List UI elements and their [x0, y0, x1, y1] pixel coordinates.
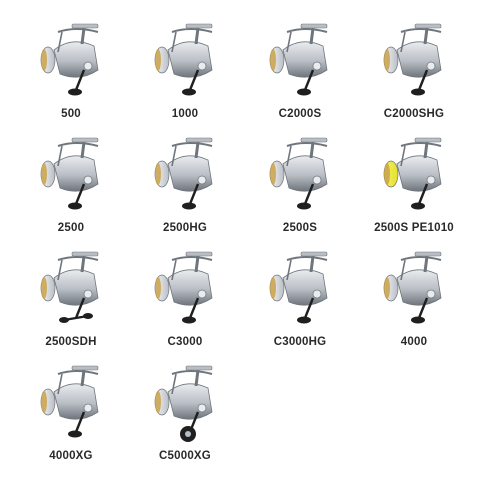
spinning-reel-image: [154, 23, 213, 96]
handle: [180, 411, 200, 442]
handle: [297, 297, 315, 324]
handle: [182, 297, 200, 324]
spinning-reel-image: [40, 137, 99, 210]
reel-item: 2500S PE1010: [357, 126, 471, 240]
reel-model-label: 4000: [400, 336, 428, 348]
reel-item: 4000: [357, 240, 471, 354]
reel-body: [167, 137, 213, 192]
spinning-reel-image: [154, 137, 213, 210]
reel-item: C5000XG: [128, 354, 242, 468]
reel-item: C3000HG: [243, 240, 357, 354]
handle: [411, 297, 429, 324]
reel-model-label: C2000SHG: [383, 108, 445, 120]
reel-item: C3000: [128, 240, 242, 354]
reel-item: C2000SHG: [357, 12, 471, 126]
spool: [269, 46, 285, 74]
spinning-reel-image: [154, 365, 213, 442]
handle: [182, 69, 200, 96]
spool: [40, 274, 56, 302]
reel-item: 2500SDH: [14, 240, 128, 354]
spinning-reel-image: [383, 23, 442, 96]
reel-item: 500: [14, 12, 128, 126]
handle: [411, 69, 429, 96]
spool: [40, 46, 56, 74]
reel-body: [282, 23, 328, 78]
handle: [68, 183, 86, 210]
reel-body: [53, 23, 99, 78]
spinning-reel-image: [40, 23, 99, 96]
reel-model-label: 2500SDH: [45, 336, 97, 348]
reel-body: [53, 251, 99, 306]
spool: [154, 46, 170, 74]
spinning-reel-image: [383, 137, 442, 210]
spinning-reel-image: [269, 23, 328, 96]
reel-item: 2500HG: [128, 126, 242, 240]
reel-model-label: 500: [61, 108, 81, 120]
spinning-reel-image: [269, 251, 328, 324]
handle: [59, 297, 93, 323]
reel-body: [282, 251, 328, 306]
reel-model-label: C2000S: [278, 108, 322, 120]
handle: [68, 411, 86, 438]
reel-body: [167, 365, 213, 420]
reel-body: [167, 23, 213, 78]
spool: [154, 274, 170, 302]
handle: [68, 69, 86, 96]
reel-body: [53, 137, 99, 192]
spool: [269, 160, 285, 188]
spinning-reel-image: [154, 251, 213, 324]
spinning-reel-image: [40, 251, 99, 323]
spool: [383, 274, 399, 302]
spool: [40, 160, 56, 188]
handle: [297, 183, 315, 210]
reel-model-label: 2500S PE1010: [374, 222, 454, 234]
spool: [383, 160, 399, 188]
reel-item: 1000: [128, 12, 242, 126]
reel-item: 2500S: [243, 126, 357, 240]
reel-item: C2000S: [243, 12, 357, 126]
reel-body: [167, 251, 213, 306]
handle: [182, 183, 200, 210]
reel-body: [396, 23, 442, 78]
spool: [383, 46, 399, 74]
handle: [297, 69, 315, 96]
handle: [411, 183, 429, 210]
reel-body: [396, 137, 442, 192]
reel-model-label: C3000HG: [273, 336, 327, 348]
spool: [269, 274, 285, 302]
reel-body: [53, 365, 99, 420]
reel-body: [396, 251, 442, 306]
reel-item: 4000XG: [14, 354, 128, 468]
reel-model-label: 1000: [171, 108, 199, 120]
reel-body: [282, 137, 328, 192]
reel-model-label: 2500HG: [162, 222, 208, 234]
reel-model-label: 2500: [57, 222, 85, 234]
reel-model-label: C3000: [167, 336, 203, 348]
reel-item: 2500: [14, 126, 128, 240]
spinning-reel-image: [383, 251, 442, 324]
reel-model-label: 2500S: [282, 222, 318, 234]
reel-model-label: C5000XG: [159, 450, 211, 462]
reel-model-label: 4000XG: [49, 450, 93, 462]
spool: [40, 388, 56, 416]
spool: [154, 160, 170, 188]
spinning-reel-image: [269, 137, 328, 210]
spinning-reel-image: [40, 365, 99, 438]
spool: [154, 388, 170, 416]
